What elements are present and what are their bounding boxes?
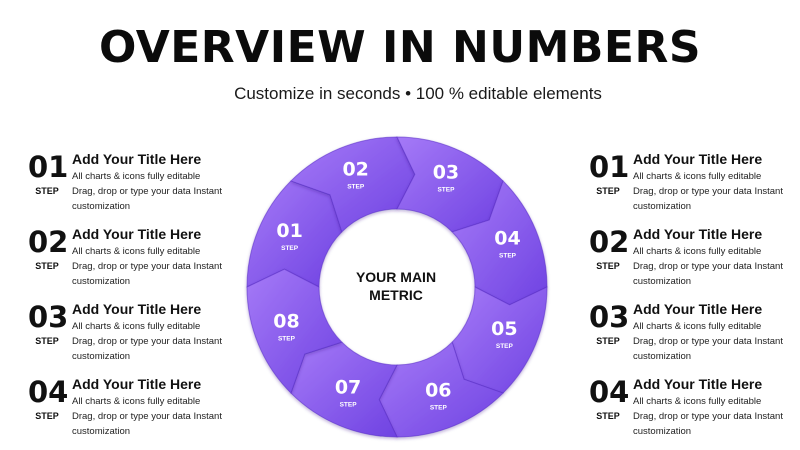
step-title: Add Your Title Here (72, 151, 202, 167)
step-description-line: Drag, drop or type your data Instant (72, 261, 222, 272)
step-description-line: All charts & icons fully editable (633, 246, 762, 257)
step-description: All charts & icons fully editable Drag, … (72, 319, 242, 364)
right-step-2: 02 STEP Add Your Title Here All charts &… (589, 226, 799, 298)
cycle-step-number: 07 (335, 376, 361, 398)
step-description-line: Drag, drop or type your data Instant (633, 411, 783, 422)
step-number: 01 (28, 150, 69, 184)
step-description-line: customization (72, 201, 131, 212)
step-title: Add Your Title Here (72, 226, 202, 242)
cycle-step-number: 01 (276, 220, 302, 242)
step-description-line: Drag, drop or type your data Instant (72, 411, 222, 422)
page-subtitle: Customize in seconds • 100 % editable el… (234, 84, 602, 103)
center-metric-line1: YOUR MAIN (356, 269, 436, 285)
left-step-4: 04 STEP Add Your Title Here All charts &… (28, 376, 238, 448)
step-description-line: All charts & icons fully editable (633, 321, 762, 332)
step-title: Add Your Title Here (633, 151, 763, 167)
step-number: 03 (28, 300, 69, 334)
step-description-line: All charts & icons fully editable (72, 396, 201, 407)
step-title: Add Your Title Here (72, 376, 202, 392)
right-step-4: 04 STEP Add Your Title Here All charts &… (589, 376, 799, 448)
step-description: All charts & icons fully editable Drag, … (72, 169, 242, 214)
center-metric-line2: METRIC (369, 287, 423, 303)
step-description: All charts & icons fully editable Drag, … (633, 244, 800, 289)
right-step-1: 01 STEP Add Your Title Here All charts &… (589, 151, 799, 223)
step-description: All charts & icons fully editable Drag, … (72, 394, 242, 439)
step-description: All charts & icons fully editable Drag, … (72, 244, 242, 289)
step-number: 04 (589, 375, 630, 409)
cycle-segments (246, 136, 548, 438)
step-label: STEP (596, 411, 620, 421)
step-description-line: All charts & icons fully editable (633, 171, 762, 182)
step-description-line: customization (72, 276, 131, 287)
left-step-3: 03 STEP Add Your Title Here All charts &… (28, 301, 238, 373)
step-title: Add Your Title Here (72, 301, 202, 317)
cycle-step-label: STEP (281, 245, 299, 252)
step-description-line: Drag, drop or type your data Instant (72, 336, 222, 347)
step-description-line: customization (633, 276, 692, 287)
step-description: All charts & icons fully editable Drag, … (633, 319, 800, 364)
left-step-1: 01 STEP Add Your Title Here All charts &… (28, 151, 238, 223)
page-title: OVERVIEW IN NUMBERS (98, 22, 702, 73)
step-description-line: All charts & icons fully editable (72, 171, 201, 182)
cycle-step-label: STEP (347, 183, 365, 190)
step-number: 01 (589, 150, 630, 184)
step-label: STEP (35, 336, 59, 346)
step-description-line: customization (633, 426, 692, 437)
left-step-2: 02 STEP Add Your Title Here All charts &… (28, 226, 238, 298)
cycle-step-label: STEP (430, 405, 448, 412)
cycle-labels: 01STEP02STEP03STEP04STEP05STEP06STEP07ST… (273, 158, 521, 411)
step-description-line: Drag, drop or type your data Instant (633, 186, 783, 197)
step-number: 02 (28, 225, 69, 259)
cycle-step-number: 03 (433, 162, 459, 184)
cycle-step-label: STEP (437, 187, 455, 194)
cycle-segment-8 (246, 268, 343, 394)
cycle-step-number: 02 (342, 158, 368, 180)
step-label: STEP (596, 186, 620, 196)
step-description-line: customization (633, 201, 692, 212)
step-title: Add Your Title Here (633, 376, 763, 392)
step-title: Add Your Title Here (633, 226, 763, 242)
cycle-step-number: 08 (273, 310, 299, 332)
step-description: All charts & icons fully editable Drag, … (633, 394, 800, 439)
cycle-segment-3 (396, 136, 504, 233)
step-description: All charts & icons fully editable Drag, … (633, 169, 800, 214)
cycle-step-label: STEP (496, 343, 514, 350)
step-label: STEP (35, 186, 59, 196)
step-number: 04 (28, 375, 69, 409)
step-description-line: customization (633, 351, 692, 362)
cycle-step-number: 04 (494, 228, 520, 250)
step-description-line: Drag, drop or type your data Instant (633, 261, 783, 272)
cycle-step-number: 05 (491, 318, 517, 340)
cycle-segment-5 (451, 286, 548, 394)
cycle-step-number: 06 (425, 380, 451, 402)
cycle-step-label: STEP (499, 253, 517, 260)
step-label: STEP (35, 261, 59, 271)
step-description-line: customization (72, 351, 131, 362)
cycle-step-label: STEP (278, 335, 296, 342)
right-step-3: 03 STEP Add Your Title Here All charts &… (589, 301, 799, 373)
step-description-line: All charts & icons fully editable (72, 246, 201, 257)
step-description-line: All charts & icons fully editable (633, 396, 762, 407)
step-number: 02 (589, 225, 630, 259)
step-description-line: Drag, drop or type your data Instant (633, 336, 783, 347)
cycle-step-label: STEP (340, 401, 358, 408)
step-description-line: All charts & icons fully editable (72, 321, 201, 332)
step-number: 03 (589, 300, 630, 334)
step-title: Add Your Title Here (633, 301, 763, 317)
step-description-line: customization (72, 426, 131, 437)
step-label: STEP (596, 336, 620, 346)
step-label: STEP (35, 411, 59, 421)
step-label: STEP (596, 261, 620, 271)
step-description-line: Drag, drop or type your data Instant (72, 186, 222, 197)
